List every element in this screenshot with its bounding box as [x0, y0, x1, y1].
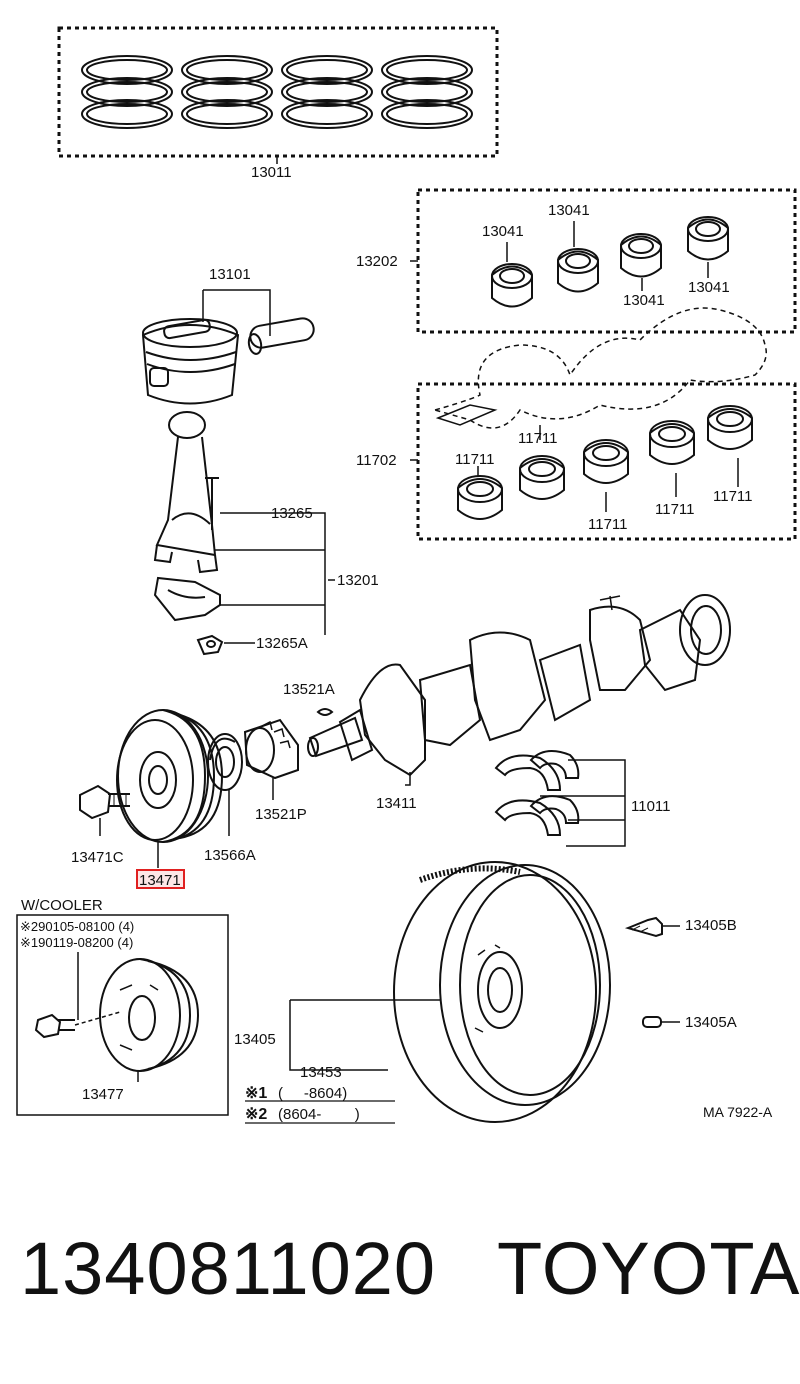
rod-bearing-shell-5 — [707, 405, 753, 450]
brand-name: TOYOTA — [497, 1227, 800, 1310]
label-crankshaft: 13411 — [376, 795, 417, 812]
highlight-box — [136, 869, 185, 889]
main-bearing-shell-2 — [557, 248, 599, 293]
label-pulley-bolt: 13471C — [71, 849, 124, 866]
knock-pin[interactable] — [642, 1016, 680, 1028]
label-ring-gear: 13453 — [300, 1064, 342, 1081]
label-cooler-line2: ※190119-08200 (4) — [20, 935, 133, 950]
label-main-bearing-a: 13041 — [482, 223, 524, 240]
rod-bearing-shell-4 — [649, 420, 695, 465]
label-rod-bearing-group: 11702 — [356, 452, 397, 469]
oil-seal-spacer[interactable] — [207, 733, 243, 836]
ring-set-2 — [181, 55, 273, 129]
label-rod-assy: 13201 — [337, 572, 379, 589]
label-crank-gear: 13521P — [255, 806, 307, 823]
label-rod-bearing-c: 11711 — [588, 516, 628, 533]
label-rod-nut: 13265A — [256, 635, 308, 652]
note2-mark: ※2 — [245, 1106, 267, 1123]
rod-bearing-group[interactable] — [410, 382, 797, 541]
part-number: 1340811020 — [20, 1227, 437, 1310]
crank-pulley[interactable] — [116, 709, 224, 868]
label-main-bearing-d: 13041 — [688, 279, 730, 296]
label-main-bearing-c: 13041 — [623, 292, 665, 309]
label-cooler-title: W/COOLER — [21, 897, 103, 914]
label-rod-bearing-e: 11711 — [713, 488, 753, 505]
label-piston: 13101 — [209, 266, 251, 283]
label-cooler-pulley: 13477 — [82, 1086, 124, 1103]
thrust-washers[interactable] — [494, 750, 626, 847]
rod-bearing-shell-1 — [457, 475, 503, 520]
rod-bearing-shell-3 — [583, 439, 629, 484]
label-oil-seal-spacer: 13566A — [204, 847, 256, 864]
label-main-bearing-group: 13202 — [356, 253, 398, 270]
note1-mark: ※1 — [245, 1085, 267, 1102]
main-bearing-group[interactable] — [410, 188, 797, 334]
ring-set-4 — [381, 55, 473, 129]
connecting-rod[interactable] — [153, 411, 335, 656]
label-thrust-washers: 11011 — [631, 798, 671, 815]
flywheel-assembly[interactable] — [289, 861, 611, 1123]
note2-text: (8604- ) — [278, 1106, 360, 1123]
flywheel-bolt[interactable] — [624, 916, 680, 938]
label-pulley-highlighted: 13471 — [139, 872, 181, 889]
ring-set-1 — [81, 55, 173, 129]
label-piston-rings: 13011 — [251, 164, 292, 181]
cooler-inset[interactable] — [16, 914, 229, 1116]
label-cooler-line1: ※290105-08100 (4) — [20, 919, 134, 934]
label-rod-bolt: 13265 — [271, 505, 313, 522]
main-bearing-shell-1 — [491, 263, 533, 308]
piston-rings-group[interactable] — [57, 26, 499, 164]
crankshaft[interactable] — [307, 594, 731, 786]
label-rod-bearing-a: 11711 — [518, 430, 558, 447]
main-bearing-shell-4 — [687, 216, 729, 261]
note1-text: ( -8604) — [278, 1085, 347, 1102]
label-rod-bearing-b: 11711 — [455, 451, 495, 468]
main-bearing-shell-3 — [620, 233, 662, 278]
crank-gear[interactable] — [243, 718, 299, 800]
label-rod-bearing-d: 11711 — [655, 501, 695, 518]
rod-bearing-shell-2 — [519, 455, 565, 500]
label-flywheel: 13405 — [234, 1031, 276, 1048]
label-key: 13521A — [283, 681, 335, 698]
ring-set-3 — [281, 55, 373, 129]
notes-underline — [245, 1100, 395, 1124]
label-flywheel-bolt: 13405B — [685, 917, 737, 934]
figure-code: MA 7922-A — [703, 1104, 773, 1120]
piston-assembly[interactable] — [141, 289, 315, 405]
label-main-bearing-b: 13041 — [548, 202, 590, 219]
crankshaft-ghost-outline — [432, 307, 767, 429]
pulley-bolt[interactable] — [79, 784, 130, 836]
label-flywheel-pin: 13405A — [685, 1014, 737, 1031]
